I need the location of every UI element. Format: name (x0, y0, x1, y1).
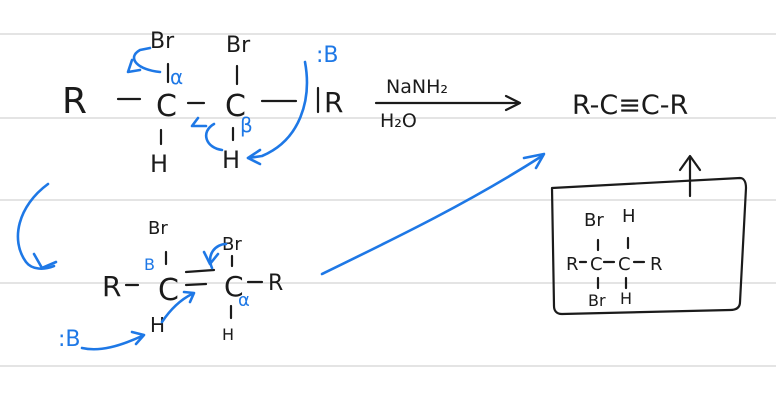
substrate-carbon-alpha: C (156, 89, 177, 124)
boxed-top-left-br: Br (584, 210, 604, 231)
boxed-bottom-left-br: Br (588, 291, 606, 310)
substrate-bottom-left-h: H (150, 150, 168, 178)
alkyne-product: R-C≡C-R (572, 90, 688, 121)
ruled-lines (0, 33, 776, 367)
boxed-bottom-right-h: H (620, 289, 632, 308)
intermediate-bottom-left-h: H (150, 313, 165, 337)
beta-label: β (240, 113, 253, 137)
curved-arrow-to-cc (190, 116, 208, 128)
vinyl-bromide-intermediate: R C C R Br Br H H (102, 218, 283, 344)
substrate-bottom-right-h: H (222, 146, 240, 174)
alpha-label: α (170, 65, 183, 89)
reaction-arrowhead (504, 94, 522, 112)
intermediate-carbon-right: C (224, 270, 244, 303)
substrate-top-right-br: Br (226, 33, 251, 58)
flow-arrow-to-product (320, 154, 544, 276)
boxed-top-right-h: H (622, 206, 636, 227)
arrowhead (246, 148, 262, 166)
base-label: :B (316, 43, 339, 68)
reagent-above-arrow: NaNH₂ (386, 76, 448, 98)
substrate-carbon-beta: C (225, 89, 246, 124)
arrowhead (126, 58, 142, 74)
intermediate-right-r: R (268, 271, 283, 296)
intermediate-bottom-right-h: H (222, 325, 234, 344)
substrate-left-r: R (62, 81, 87, 122)
intermediate-alpha-label: α (238, 290, 250, 311)
box-pointer-arrowhead (678, 154, 702, 172)
curved-arrow-base-attack (246, 60, 309, 160)
substrate-annotations: α β :B (126, 43, 339, 166)
intermediate-annotations: B α :B (16, 152, 546, 352)
vicinal-dibromide-substrate: R C C R Br Br H H (62, 29, 343, 178)
boxed-left-r: R (566, 254, 579, 275)
curved-arrow-base-attack (80, 334, 144, 351)
reaction-step: NaNH₂ H₂O (374, 76, 522, 132)
intermediate-carbon-left: C (158, 273, 179, 308)
curved-arrow-ch-bond (204, 122, 224, 152)
curved-arrow-br-leaving (132, 46, 162, 74)
reagent-below-arrow: H₂O (380, 110, 417, 132)
arrowhead (130, 330, 146, 346)
intermediate-left-r: R (102, 270, 121, 303)
box-outline (550, 176, 748, 316)
boxed-structure: Br H R C C R Br H (550, 154, 748, 316)
arrowhead (202, 250, 220, 266)
intermediate-base-label: :B (58, 327, 81, 352)
boxed-right-r: R (650, 254, 663, 275)
curved-arrow-ch-to-pi (160, 292, 194, 324)
arrowhead (32, 252, 58, 270)
intermediate-top-left-br: Br (148, 218, 168, 239)
arrowhead (182, 290, 196, 304)
double-bond-bottom (184, 282, 208, 287)
substrate-top-left-br: Br (150, 29, 175, 54)
boxed-carbon-right: C (618, 254, 631, 275)
intermediate-beta-label: B (144, 255, 155, 274)
intermediate-top-right-br: Br (222, 234, 242, 255)
boxed-carbon-left: C (590, 254, 603, 275)
substrate-right-r: R (324, 86, 343, 119)
double-bond-top (184, 268, 216, 274)
arrowhead (522, 152, 546, 170)
